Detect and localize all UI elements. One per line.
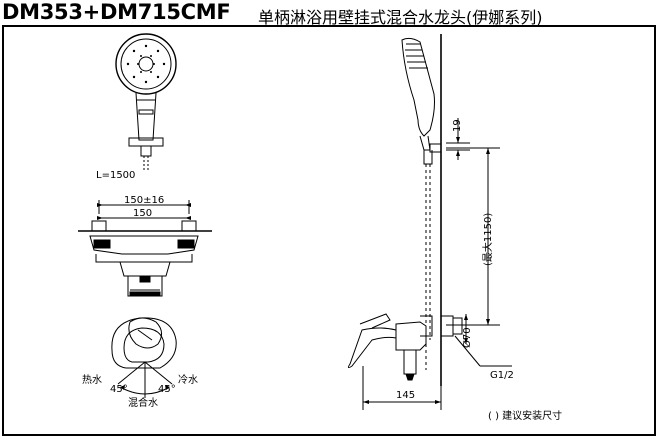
hand-shower-front [115,33,177,172]
dim-max-height-label: (最大1150) [481,213,494,266]
hot-water-label: 热水 [82,373,102,386]
center-distance-range: 150±16 [124,195,164,206]
dim-19 [446,118,470,160]
mixer-front [78,200,212,297]
dim-145-label: 145 [396,390,415,401]
center-distance: 150 [133,208,152,219]
drawing-frame [2,25,656,436]
dim-70-label: Ø70 [461,327,473,348]
dim-70 [464,314,468,344]
handle-top-view [111,317,177,398]
dim-19-label: 19 [452,119,463,132]
product-name: 单柄淋浴用壁挂式混合水龙头(伊娜系列) [258,8,543,27]
dim-145 [362,366,442,410]
dim-max-height [446,147,500,326]
model-code: DM353+DM715CMF [2,0,231,24]
mixed-water-label: 混合水 [128,396,158,409]
mixer-side [347,313,463,381]
hose-length-label: L=1500 [96,170,135,181]
thread-label: G1/2 [490,370,514,381]
cold-water-label: 冷水 [178,373,198,386]
angle-right-label: 45° [158,384,176,395]
footnote: ( ) 建议安装尺寸 [488,411,563,422]
thread-leader [454,335,512,367]
angle-left-label: 45° [110,384,128,395]
hand-shower-side [401,37,442,370]
